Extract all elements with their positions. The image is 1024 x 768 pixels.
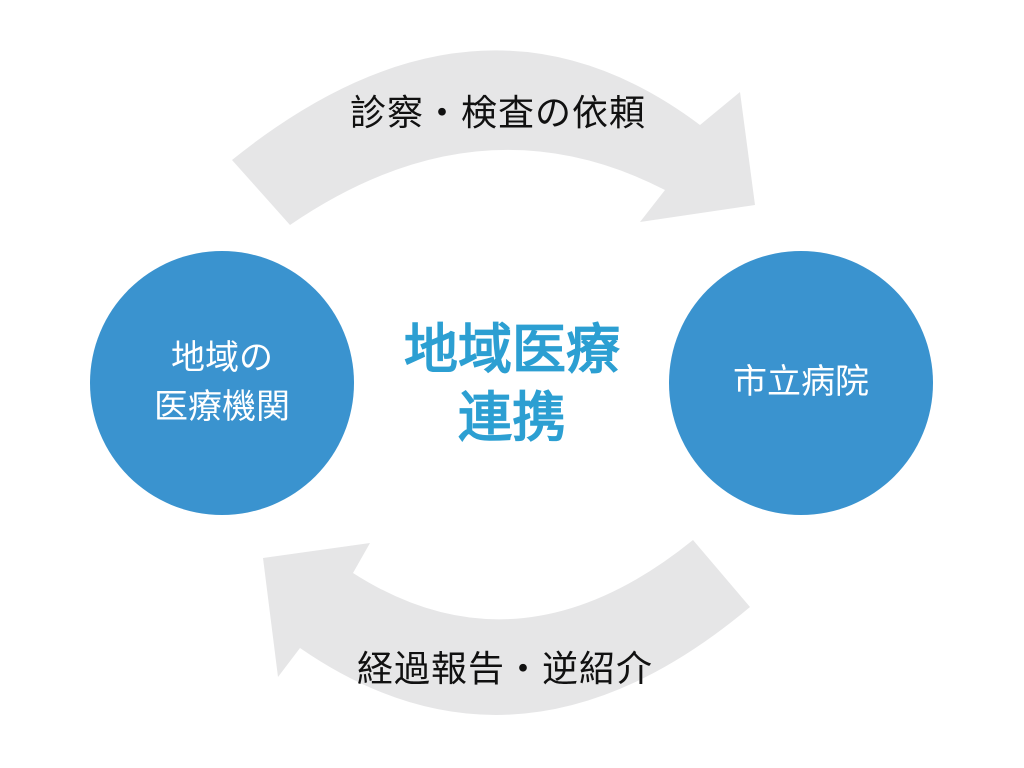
city-hospital-node: 市立病院 [669, 251, 933, 515]
center-title-line2: 連携 [458, 385, 566, 449]
bottom-arrow-label: 経過報告・逆紹介 [356, 649, 654, 690]
bottom-arrow-left [263, 540, 750, 715]
center-title-line1: 地域医療 [404, 318, 620, 381]
left-node-line1: 地域の [171, 337, 273, 378]
right-node-label: 市立病院 [733, 362, 869, 403]
local-medical-institution-node: 地域の 医療機関 [90, 251, 354, 515]
center-title: 地域医療 連携 [404, 316, 620, 451]
left-node-line2: 医療機関 [154, 387, 290, 427]
top-arrow-right [232, 50, 755, 226]
top-arrow-label: 診察・検査の依頼 [349, 93, 647, 134]
